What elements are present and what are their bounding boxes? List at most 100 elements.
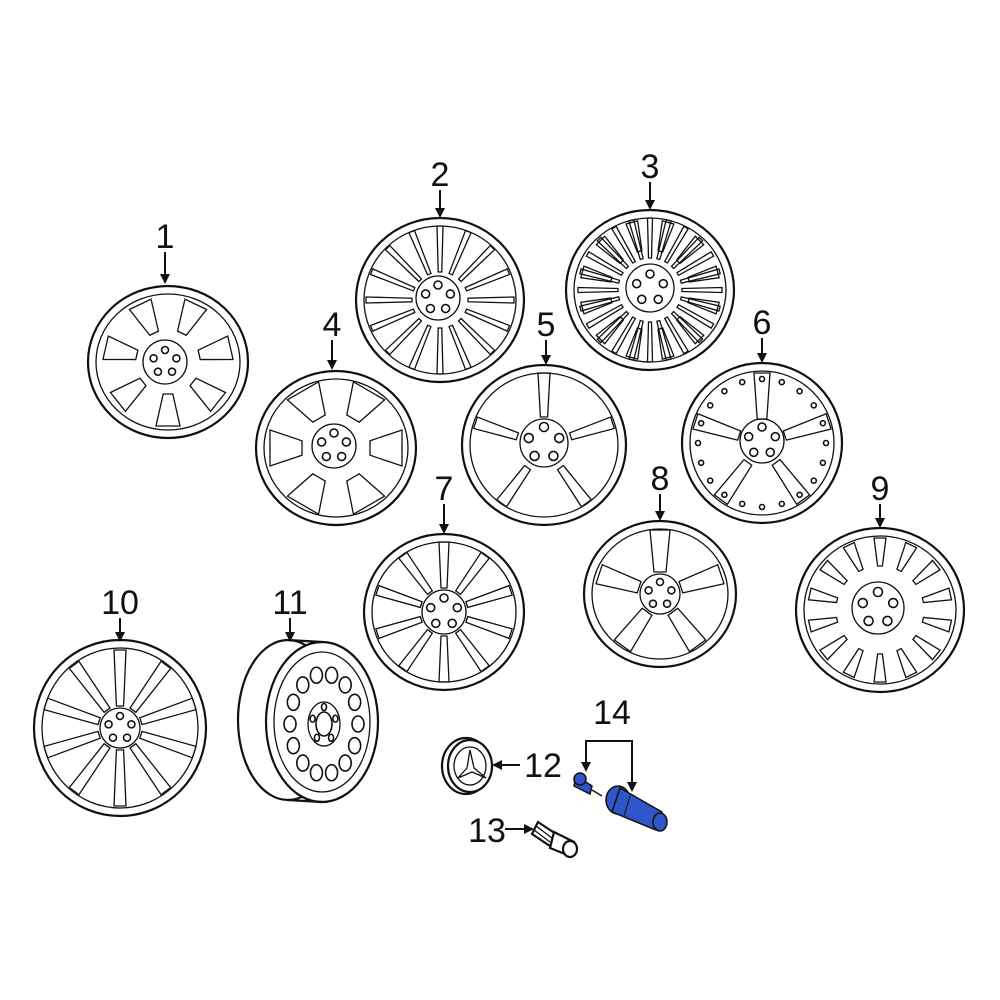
wheel-3[interactable] — [564, 208, 736, 372]
spoke-window — [896, 647, 918, 679]
lug-hole — [313, 733, 321, 743]
lug-hole — [758, 375, 766, 383]
vent-hole — [296, 676, 310, 694]
spoke — [369, 268, 416, 292]
spoke-window — [807, 587, 839, 604]
lug-hole — [655, 577, 665, 587]
lug-hole — [738, 500, 746, 508]
lug-hole — [872, 586, 884, 598]
wheel-5[interactable] — [460, 363, 628, 527]
lug-hole — [172, 353, 181, 363]
lug-hole — [548, 450, 559, 462]
wheel-8[interactable] — [582, 519, 738, 669]
lug-hole — [778, 378, 786, 386]
spoke — [113, 649, 127, 707]
vent-hole — [347, 693, 362, 712]
lug-hole — [758, 503, 766, 511]
spoke — [681, 286, 723, 294]
spoke — [678, 563, 725, 594]
spoke — [113, 749, 127, 807]
spoke — [656, 219, 672, 261]
spoke-window — [369, 429, 403, 467]
wheel-7[interactable] — [362, 532, 526, 692]
wheel-1[interactable] — [86, 284, 250, 440]
spoke — [129, 742, 172, 796]
spoke — [369, 308, 416, 332]
spoke — [568, 416, 616, 441]
valve-cap[interactable] — [573, 772, 603, 797]
spoke — [656, 319, 672, 361]
wheel-6[interactable] — [680, 361, 844, 525]
callout-9: 9 — [871, 470, 890, 508]
spoke — [139, 730, 197, 759]
lug-hole — [738, 378, 746, 386]
spoke — [436, 327, 444, 375]
wheel-2[interactable] — [354, 216, 526, 384]
lug-hole — [433, 280, 443, 290]
lug-hole — [523, 432, 535, 444]
lug-hole — [160, 345, 170, 355]
spoke-window — [807, 616, 839, 633]
spoke — [646, 321, 654, 363]
lug-bolt-13[interactable] — [530, 820, 579, 859]
valve-body[interactable] — [605, 785, 668, 832]
spoke — [448, 229, 472, 276]
spoke-window — [921, 587, 953, 604]
vent-hole — [324, 666, 339, 685]
lug-hole — [697, 419, 705, 427]
vent-hole — [309, 763, 324, 782]
lug-hole — [667, 585, 676, 595]
spoke — [467, 296, 515, 304]
callout-labels: 1 2 3 4 5 6 7 8 9 10 11 12 13 14 — [101, 148, 889, 850]
spoke — [436, 225, 444, 273]
lug-hole — [321, 451, 332, 462]
lug-hole — [439, 593, 449, 603]
wheel-9[interactable] — [794, 526, 966, 694]
spoke — [595, 563, 642, 594]
lug-hole — [167, 367, 177, 377]
center-cap-12[interactable] — [440, 736, 494, 796]
spoke-window — [842, 647, 864, 679]
lug-hole — [778, 500, 786, 508]
spoke — [556, 464, 593, 508]
valve-stem-14[interactable] — [573, 772, 668, 832]
spoke — [384, 244, 423, 283]
spoke — [139, 697, 197, 726]
callout-11: 11 — [272, 584, 307, 622]
lug-hole — [644, 585, 653, 595]
spoke — [375, 615, 423, 640]
spoke-window — [657, 327, 675, 360]
spoke — [129, 660, 172, 714]
lug-hole — [706, 402, 714, 409]
lug-hole — [810, 477, 818, 484]
lug-hole — [706, 477, 714, 484]
vent-hole — [286, 736, 301, 755]
wheel-4[interactable] — [254, 369, 418, 527]
callout-7: 7 — [435, 470, 454, 508]
callout-3: 3 — [641, 148, 660, 186]
lug-hole — [430, 618, 441, 629]
callout-14: 14 — [593, 694, 631, 732]
spoke-window — [595, 315, 625, 345]
spoke — [472, 416, 520, 441]
lug-hole — [882, 615, 893, 627]
lug-hole — [694, 439, 702, 447]
spoke — [495, 464, 532, 508]
vent-hole — [338, 754, 352, 772]
wheel-11[interactable] — [236, 638, 380, 804]
spoke — [670, 310, 704, 344]
lug-hole — [309, 714, 316, 724]
vent-hole — [324, 763, 339, 782]
spoke — [408, 324, 432, 371]
wheel-10[interactable] — [32, 638, 208, 818]
spoke-window — [657, 220, 675, 253]
vent-hole — [338, 676, 352, 694]
spoke — [679, 296, 721, 312]
spoke — [68, 742, 111, 796]
spoke — [397, 628, 434, 673]
lug-hole — [452, 602, 463, 613]
lug-hole — [721, 387, 728, 395]
spoke — [782, 412, 832, 441]
lug-hole — [770, 431, 781, 442]
spoke-window — [625, 220, 643, 253]
